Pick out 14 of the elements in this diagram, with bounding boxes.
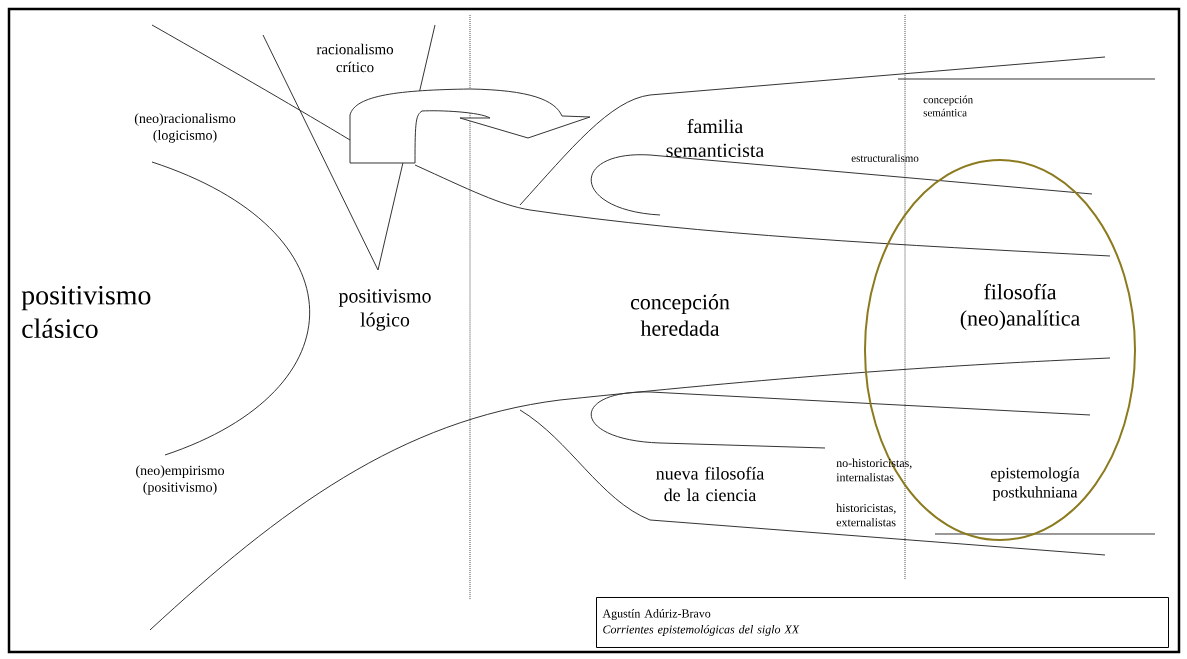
stream-label: concepción semántica bbox=[923, 95, 973, 117]
stream-label: concepción heredada bbox=[630, 294, 730, 336]
stream-label: familia semanticista bbox=[666, 118, 764, 158]
stream-label: (neo)empirismo (positivismo) bbox=[136, 465, 225, 495]
stream-label: racionalismo crítico bbox=[316, 43, 394, 73]
stream-label: estructuralismo bbox=[851, 154, 919, 162]
stream-label: (neo)racionalismo (logicismo) bbox=[134, 113, 236, 143]
stream-label: historicistas, externalistas bbox=[836, 503, 896, 527]
stream-label: positivismo lógico bbox=[338, 289, 431, 331]
stream-label: epistemología postkuhniana bbox=[990, 467, 1080, 501]
stream-label: nueva filosofía de la ciencia bbox=[656, 466, 765, 502]
stream-label: filosofía (neo)analítica bbox=[960, 283, 1080, 331]
stream-label: positivismo clásico bbox=[21, 285, 151, 339]
citation-box: Agustín Adúriz-Bravo Corrientes epistemológicas del siglo XX bbox=[596, 597, 1169, 648]
